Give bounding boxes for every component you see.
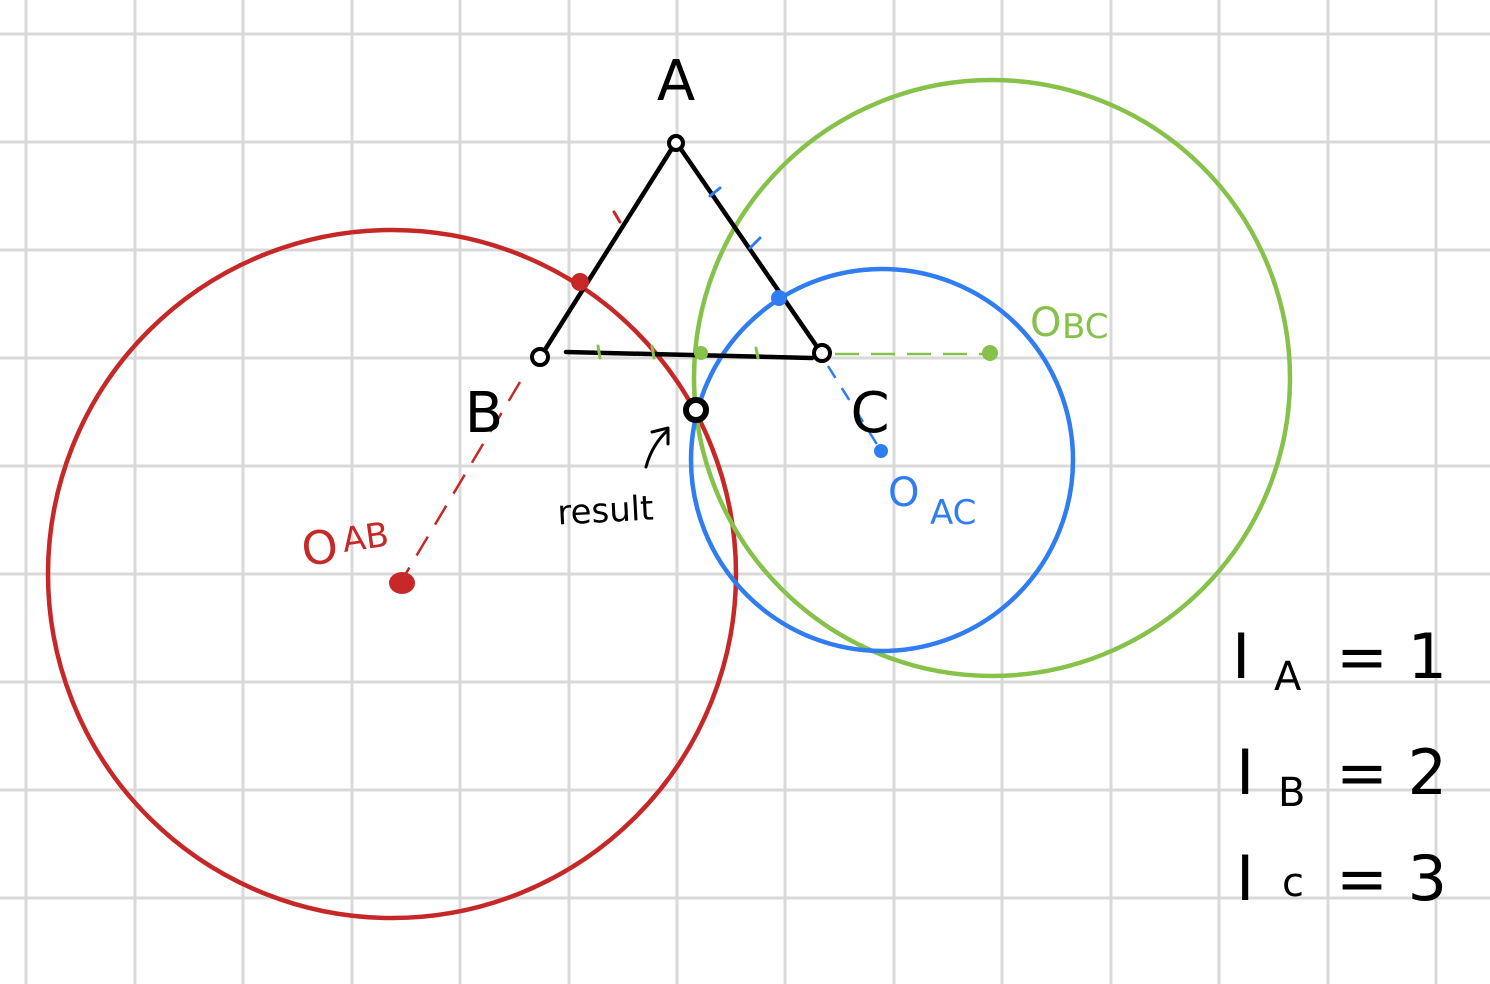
label-o-ac: O AC: [888, 470, 976, 533]
circle-o-bc: [691, 77, 1293, 679]
center-o-ab: [389, 572, 415, 594]
tick-ab: [612, 210, 622, 224]
tick-bc-3: [754, 346, 760, 360]
tick-bc-2: [650, 344, 656, 360]
circle-o-ac: [688, 266, 1076, 654]
svg-text:= 1: = 1: [1336, 620, 1447, 693]
label-a: A: [657, 49, 695, 114]
svg-text:I: I: [1232, 620, 1250, 693]
svg-text:c: c: [1282, 860, 1304, 906]
svg-text:AB: AB: [340, 515, 392, 561]
svg-text:BC: BC: [1062, 307, 1108, 347]
svg-text:I: I: [1236, 736, 1254, 809]
svg-text:O: O: [888, 470, 919, 516]
svg-text:B: B: [1278, 770, 1305, 816]
midpoint-ab: [571, 273, 589, 291]
circle-o-ab: [45, 227, 739, 921]
equation-2: I B = 2: [1236, 736, 1447, 816]
equation-1: I A = 1: [1232, 620, 1447, 700]
label-o-bc: O BC: [1030, 300, 1108, 347]
dashed-line-ab: [400, 381, 522, 581]
tick-ac-2: [748, 236, 762, 250]
result-arrow: [644, 426, 670, 469]
side-bc: [563, 349, 815, 361]
label-o-ab: O AB: [298, 515, 391, 577]
vertex-a: [667, 134, 685, 152]
tick-ac-1: [708, 186, 722, 198]
midpoint-bc: [694, 346, 708, 360]
vertex-b: [530, 347, 550, 367]
label-b: B: [465, 381, 503, 446]
center-o-bc: [982, 345, 998, 361]
equation-3: I c = 3: [1236, 842, 1447, 915]
vertices: [530, 134, 832, 367]
center-o-ac: [874, 444, 888, 458]
result-label: result: [556, 489, 654, 534]
midpoint-ac: [771, 290, 787, 306]
tick-bc-1: [596, 344, 602, 360]
tick-marks: [596, 186, 762, 360]
label-c: C: [850, 381, 889, 446]
svg-text:= 2: = 2: [1336, 736, 1447, 809]
svg-text:AC: AC: [930, 493, 976, 533]
svg-text:A: A: [1274, 654, 1302, 700]
result-point: [683, 397, 709, 423]
dashed-line-ac: [826, 365, 880, 447]
svg-text:O: O: [1030, 300, 1061, 346]
vertex-c: [812, 343, 832, 363]
svg-text:O: O: [298, 518, 341, 577]
svg-text:I: I: [1236, 842, 1254, 915]
side-ab: [538, 139, 679, 359]
svg-text:= 3: = 3: [1336, 842, 1447, 915]
